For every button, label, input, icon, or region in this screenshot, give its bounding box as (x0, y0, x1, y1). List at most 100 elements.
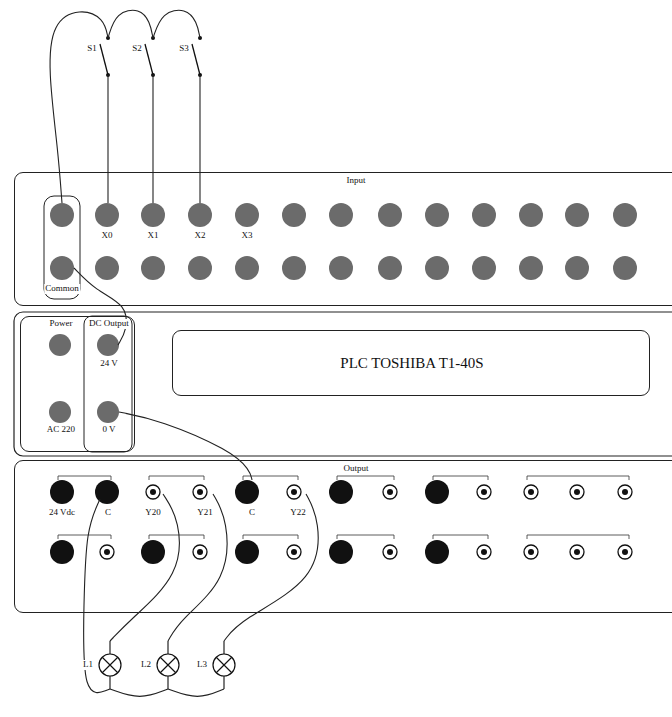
output-terminal-dot (528, 489, 534, 495)
power-terminal (97, 401, 119, 423)
lamp-symbol (213, 654, 235, 676)
switch-blade (145, 44, 153, 75)
output-terminal-dot (622, 489, 628, 495)
input-terminal-label: X2 (194, 231, 207, 241)
terminal-bracket (58, 535, 111, 539)
panel-label: Output (342, 464, 369, 474)
output-terminal (477, 545, 491, 559)
panel-label: Power (49, 319, 74, 329)
output-terminal (477, 485, 491, 499)
lamp-symbol (157, 654, 179, 676)
terminal-bracket (433, 535, 488, 539)
lamp-label: L3 (196, 660, 208, 670)
lamp-lead (223, 641, 224, 689)
lamp-symbol (99, 654, 121, 676)
output-terminal-dot (528, 549, 534, 555)
switch-blade (192, 44, 200, 75)
output-terminal-label: Y20 (144, 508, 162, 518)
switch-label: S3 (178, 44, 190, 54)
output-terminal-dot (150, 489, 156, 495)
wire (152, 75, 153, 203)
lamp-cross (216, 657, 232, 673)
output-terminal (95, 480, 119, 504)
lamp-label: L1 (82, 660, 94, 670)
wire (107, 75, 108, 203)
terminal-bracket (149, 535, 204, 539)
input-terminal (519, 203, 543, 227)
output-terminal (287, 545, 301, 559)
terminal-bracket (243, 535, 298, 539)
input-terminal (50, 256, 74, 280)
output-terminal (50, 540, 74, 564)
input-terminal (329, 256, 353, 280)
wire (168, 689, 224, 696)
input-terminal (378, 256, 402, 280)
output-terminal-dot (197, 549, 203, 555)
output-terminal-dot (387, 549, 393, 555)
common-bracket (44, 196, 80, 299)
output-terminal-label: Y21 (196, 508, 214, 518)
output-terminal (383, 485, 397, 499)
input-terminal (329, 203, 353, 227)
output-terminal (50, 480, 74, 504)
output-terminal-label: 24 Vdc (48, 508, 76, 518)
output-terminal (141, 540, 165, 564)
terminal-bracket (337, 535, 394, 539)
input-terminal (235, 203, 259, 227)
input-terminal (425, 203, 449, 227)
wire (50, 12, 108, 203)
lamp-cross (102, 657, 118, 673)
output-terminal (618, 485, 632, 499)
panel-label: 0 V (101, 425, 116, 435)
power-terminal (49, 401, 71, 423)
input-terminal (613, 203, 637, 227)
output-terminal (425, 480, 449, 504)
wire (224, 494, 318, 641)
output-terminal-dot (574, 489, 580, 495)
wire (119, 412, 252, 480)
power-terminal (97, 334, 119, 356)
device-name: PLC TOSHIBA T1-40S (339, 355, 484, 372)
terminal-bracket (527, 535, 629, 539)
output-terminal (618, 545, 632, 559)
output-terminal-dot (574, 549, 580, 555)
input-terminal-label: X3 (241, 231, 254, 241)
terminal-bracket (149, 476, 204, 480)
wire (74, 268, 126, 345)
output-terminal (570, 545, 584, 559)
switch-label: S1 (86, 44, 98, 54)
output-terminal-dot (197, 489, 203, 495)
output-terminal-dot (481, 489, 487, 495)
input-terminal-label: X1 (147, 231, 160, 241)
output-panel: Output (14, 460, 672, 613)
lamp-lead (109, 641, 110, 689)
panel-label: AC 220 (46, 425, 76, 435)
input-terminal (425, 256, 449, 280)
output-terminal-dot (387, 489, 393, 495)
input-terminal (141, 256, 165, 280)
wire (108, 10, 153, 38)
wire (110, 689, 168, 696)
lamp-cross (160, 657, 176, 673)
output-terminal (524, 485, 538, 499)
output-terminal (193, 485, 207, 499)
input-terminal-label: X0 (101, 231, 114, 241)
switch-label: S2 (131, 44, 143, 54)
input-terminal (235, 256, 259, 280)
input-terminal (95, 203, 119, 227)
wire (168, 494, 227, 641)
panel-label: DC Output (88, 319, 130, 329)
wire (199, 75, 200, 203)
input-terminal (188, 203, 212, 227)
terminal-bracket (527, 476, 629, 480)
input-terminal (282, 256, 306, 280)
plc-box: PLC TOSHIBA T1-40S (172, 330, 650, 396)
output-terminal-label: Y22 (289, 508, 307, 518)
wire (110, 494, 179, 641)
housing-strip (14, 312, 672, 456)
output-terminal-label: C (248, 508, 256, 518)
output-terminal (235, 480, 259, 504)
input-terminal (472, 256, 496, 280)
input-terminal (282, 203, 306, 227)
output-terminal-dot (481, 549, 487, 555)
